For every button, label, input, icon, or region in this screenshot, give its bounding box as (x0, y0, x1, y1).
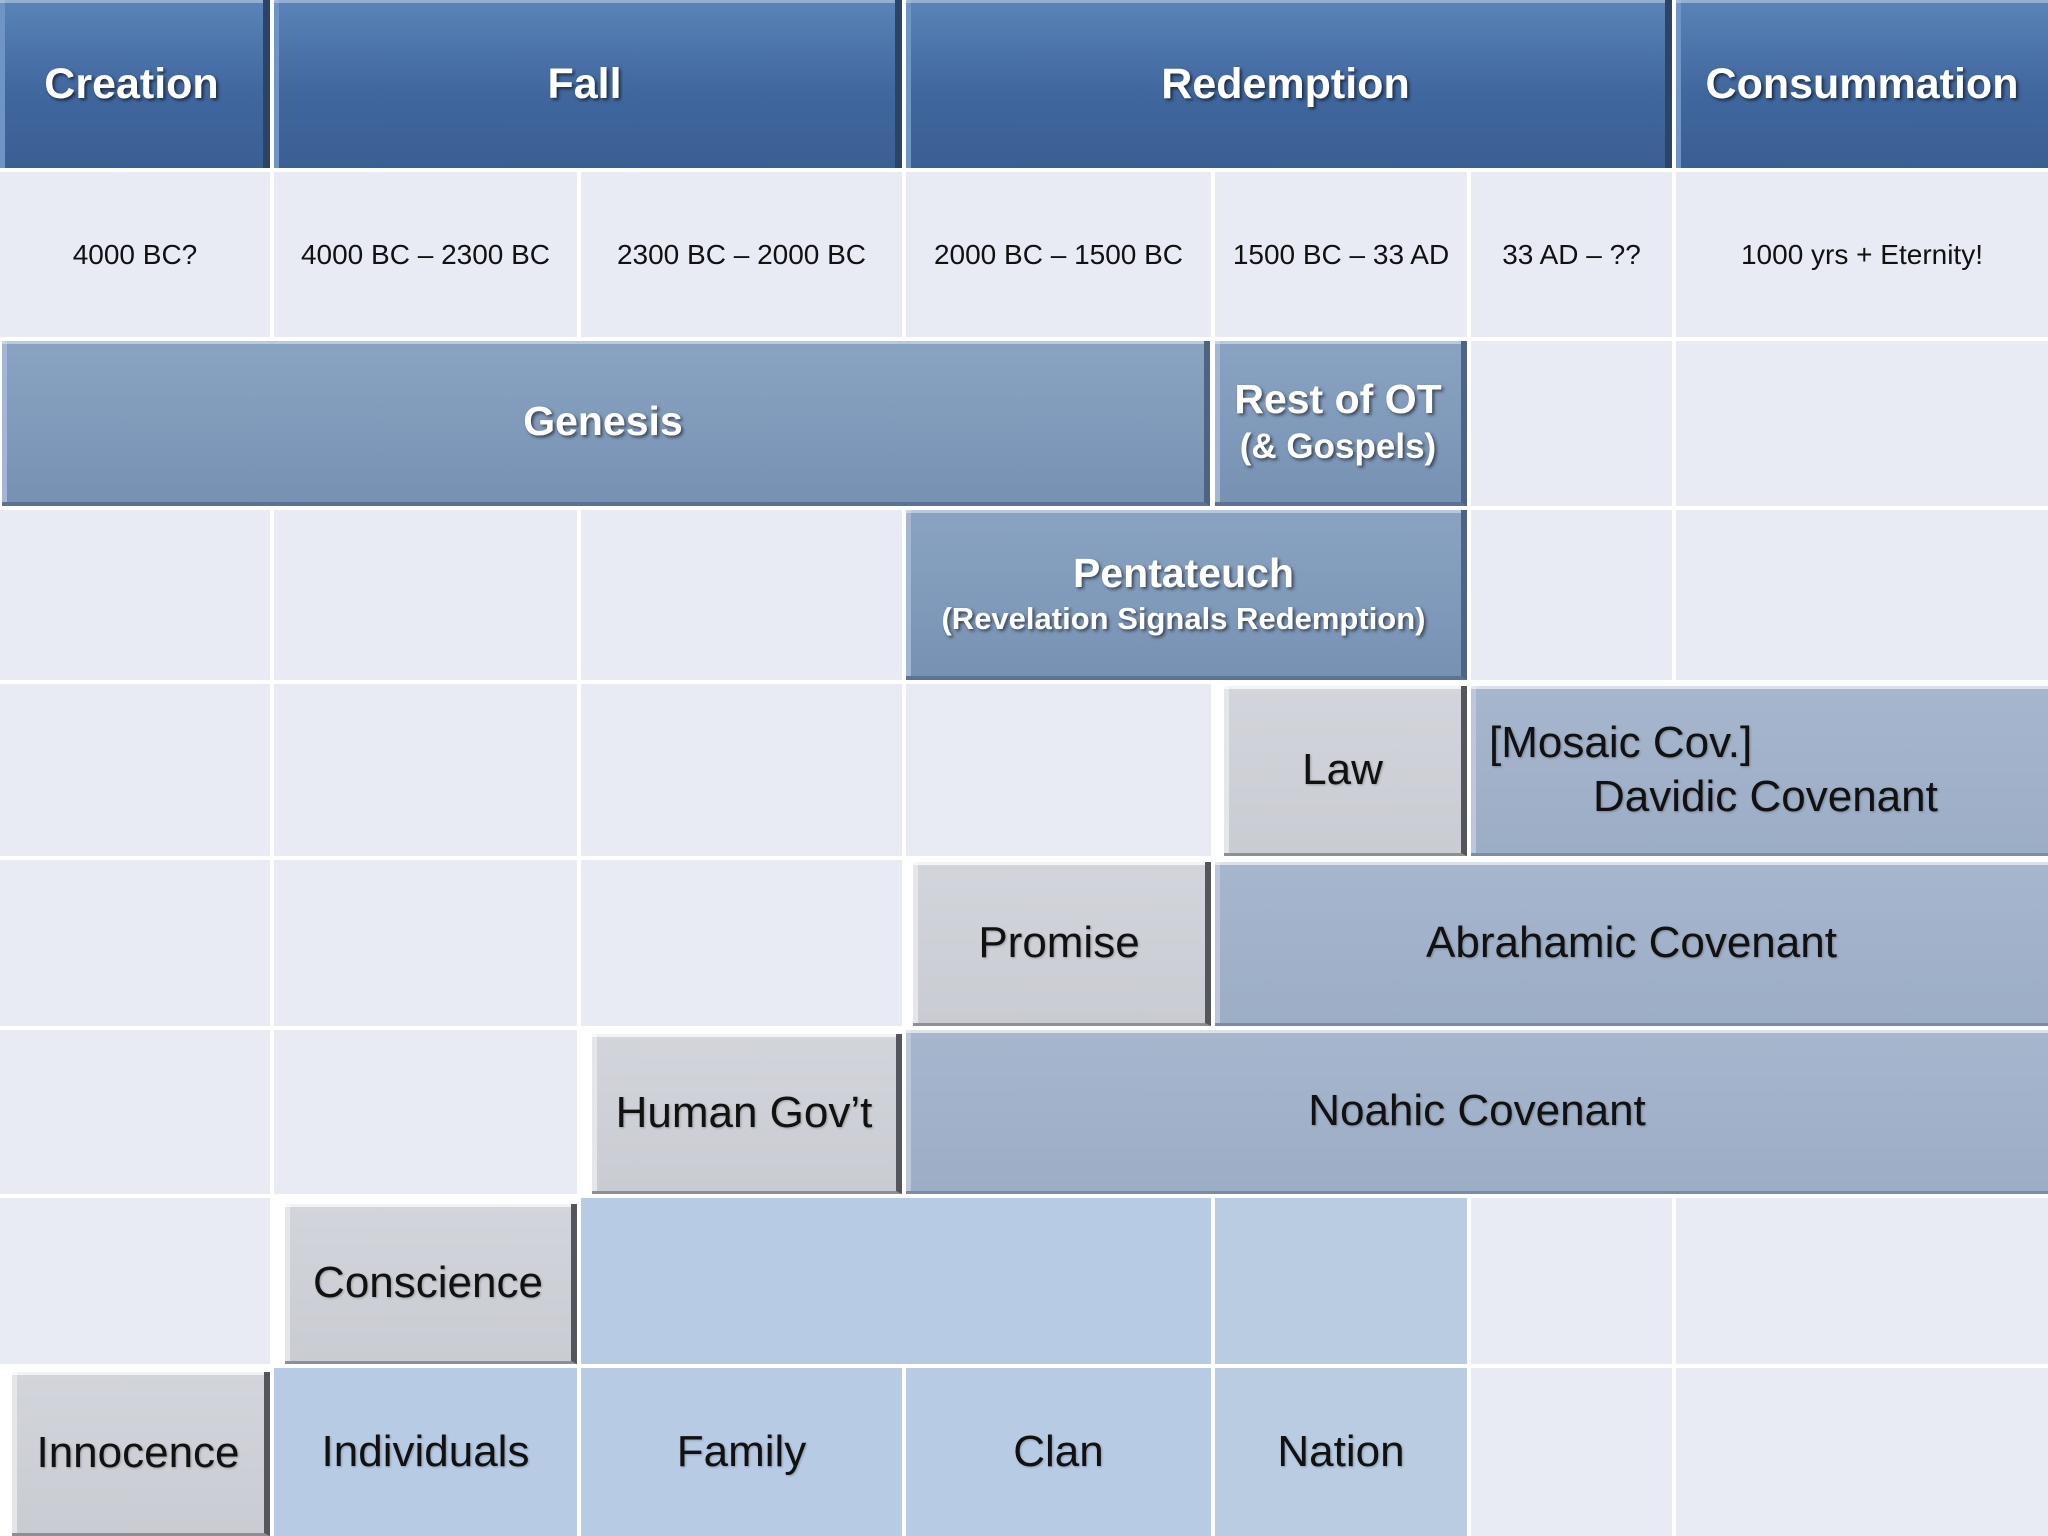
scope-area-conscience (581, 1198, 1211, 1364)
scope-clan: Clan (906, 1368, 1211, 1536)
grid-cell (1215, 172, 1467, 337)
grid-cell (0, 1198, 270, 1364)
dispensation-conscience: Conscience (285, 1204, 577, 1364)
era-label: Creation (44, 59, 219, 108)
dispensation-label: Law (1302, 744, 1383, 794)
era-label: Fall (547, 59, 622, 108)
grid-cell (581, 510, 902, 680)
covenant-noahic: Noahic Covenant (906, 1030, 2048, 1194)
date-label: 33 AD – ?? (1502, 238, 1641, 270)
date-label: 2000 BC – 1500 BC (933, 238, 1184, 270)
grid-cell (1471, 1198, 1672, 1364)
dispensation-human-govt: Human Gov’t (592, 1034, 902, 1194)
scope-area-nation-top (1215, 1198, 1467, 1364)
date-label: 4000 BC – 2300 BC (300, 238, 551, 270)
scope-nation: Nation (1215, 1368, 1467, 1536)
grid-cell (0, 510, 270, 680)
book-sublabel: (& Gospels) (1239, 427, 1437, 466)
book-rest-of-ot: Rest of OT (& Gospels) (1215, 341, 1467, 506)
era-label: Consummation (1705, 59, 2019, 108)
book-label: Rest of OT (1234, 376, 1442, 422)
dispensation-label: Conscience (313, 1257, 543, 1307)
grid-cell (1471, 510, 1672, 680)
era-consummation: Consummation (1676, 0, 2048, 168)
grid-cell (1471, 172, 1672, 337)
dispensation-promise: Promise (913, 862, 1211, 1026)
date-label: 1000 yrs + Eternity! (1740, 238, 1983, 270)
dispensation-law: Law (1224, 686, 1467, 856)
book-genesis: Genesis (2, 341, 1210, 506)
grid-cell (0, 172, 270, 337)
grid-cell (274, 860, 577, 1026)
grid-cell (1676, 1198, 2048, 1364)
grid-cell (1676, 510, 2048, 680)
book-sublabel: (Revelation Signals Redemption) (941, 600, 1426, 636)
dispensation-innocence: Innocence (12, 1372, 270, 1536)
scope-label: Individuals (321, 1427, 530, 1476)
covenant-label-mosaic: [Mosaic Cov.] (1489, 717, 1753, 767)
era-creation: Creation (0, 0, 270, 168)
grid-cell (274, 172, 577, 337)
scope-label: Clan (1013, 1427, 1104, 1476)
grid-cell (1676, 1368, 2048, 1536)
date-label: 4000 BC? (72, 238, 198, 270)
scope-label: Family (676, 1427, 807, 1476)
era-fall: Fall (274, 0, 902, 168)
dispensation-label: Human Gov’t (615, 1087, 873, 1137)
grid-cell (581, 684, 902, 856)
date-label: 1500 BC – 33 AD (1232, 238, 1450, 270)
book-label: Genesis (523, 398, 683, 444)
era-label: Redemption (1161, 59, 1410, 108)
grid-cell (906, 684, 1211, 856)
grid-cell (274, 1030, 577, 1194)
grid-cell (581, 860, 902, 1026)
era-redemption: Redemption (906, 0, 1672, 168)
scope-label: Nation (1277, 1427, 1405, 1476)
scope-family: Family (581, 1368, 902, 1536)
grid-cell (906, 172, 1211, 337)
covenant-label-davidic: Davidic Covenant (1593, 771, 1938, 821)
book-label: Pentateuch (1073, 549, 1294, 596)
grid-cell (1676, 341, 2048, 506)
covenant-mosaic-davidic: [Mosaic Cov.] Davidic Covenant (1471, 686, 2048, 856)
scope-individuals: Individuals (274, 1368, 577, 1536)
book-pentateuch: Pentateuch (Revelation Signals Redemptio… (906, 510, 1467, 680)
grid-cell (581, 172, 902, 337)
grid-cell (1471, 1368, 1672, 1536)
grid-cell (0, 1030, 270, 1194)
grid-cell (1471, 341, 1672, 506)
dispensation-label: Innocence (36, 1427, 240, 1477)
date-label: 2300 BC – 2000 BC (616, 238, 867, 270)
dispensation-label: Promise (978, 917, 1140, 967)
grid-cell (274, 510, 577, 680)
grid-cell (0, 684, 270, 856)
grid-cell (1676, 172, 2048, 337)
covenant-label: Abrahamic Covenant (1426, 917, 1837, 967)
covenant-abrahamic: Abrahamic Covenant (1215, 862, 2048, 1026)
grid-cell (0, 860, 270, 1026)
grid-cell (274, 684, 577, 856)
covenant-label: Noahic Covenant (1308, 1085, 1646, 1135)
